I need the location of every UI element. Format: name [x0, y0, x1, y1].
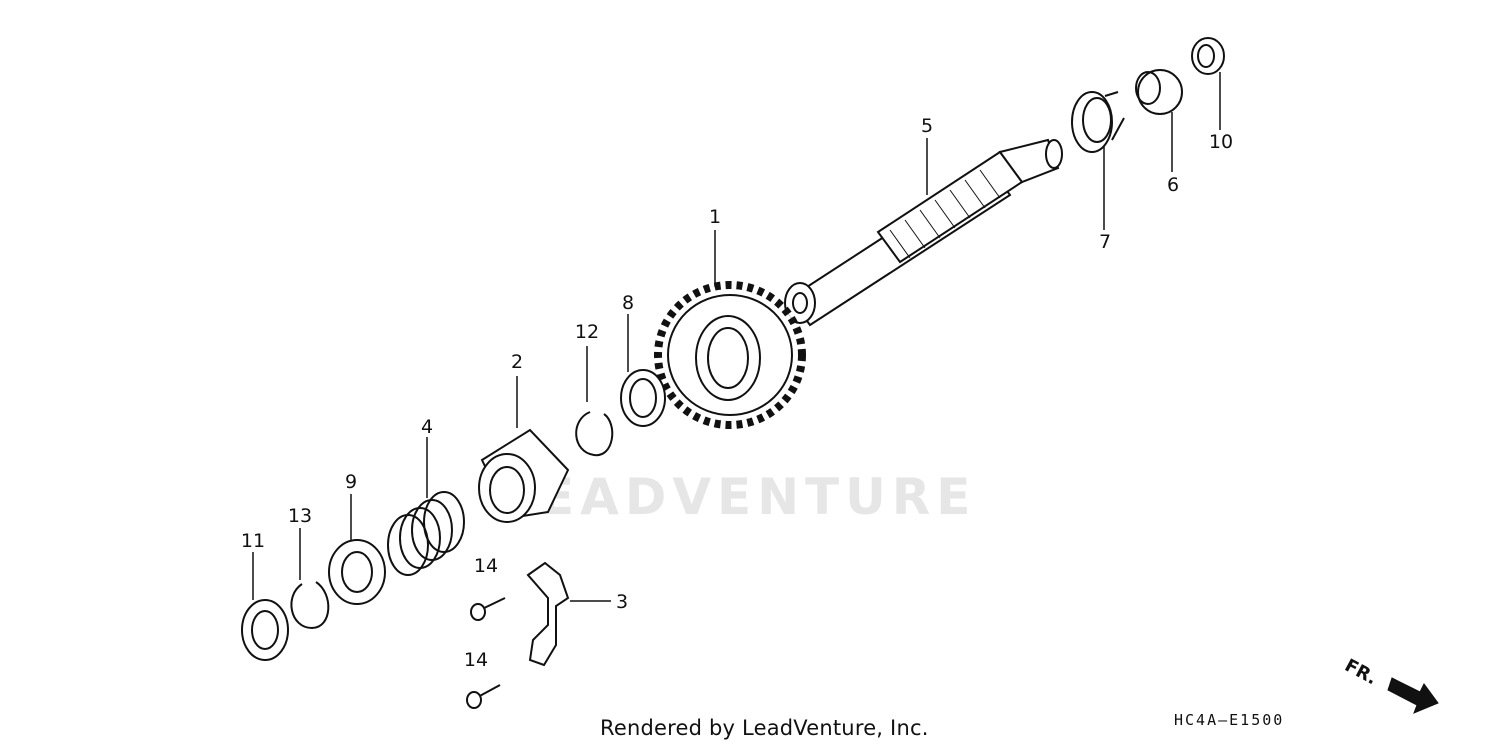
circlip-13	[290, 581, 330, 630]
footer-credit: Rendered by LeadVenture, Inc.	[600, 716, 929, 740]
callout-3: 3	[615, 591, 629, 613]
callout-6: 6	[1166, 174, 1180, 196]
callout-5: 5	[920, 115, 934, 137]
collar-6	[1135, 69, 1183, 115]
leader-lines	[252, 72, 1221, 602]
callout-8: 8	[621, 292, 635, 314]
callout-12: 12	[574, 321, 600, 343]
callout-9: 9	[344, 471, 358, 493]
callout-11: 11	[240, 530, 266, 552]
washer-8	[620, 369, 666, 427]
shaft-part	[784, 138, 1063, 327]
washer-10	[1191, 37, 1225, 75]
torsion-spring-7	[1071, 91, 1125, 153]
circlip-12	[575, 411, 614, 457]
bolt-14-upper	[470, 597, 506, 621]
spring-4	[387, 491, 465, 576]
callout-10: 10	[1208, 131, 1234, 153]
callout-14-upper: 14	[473, 555, 499, 577]
gear-part	[654, 281, 806, 429]
callout-2: 2	[510, 351, 524, 373]
callout-13: 13	[287, 505, 313, 527]
callout-14-lower: 14	[463, 649, 489, 671]
bolt-14-lower	[466, 684, 501, 709]
washer-11	[241, 599, 289, 661]
callout-4: 4	[420, 416, 434, 438]
callout-1: 1	[708, 206, 722, 228]
front-direction-arrow	[1387, 677, 1439, 714]
callout-7: 7	[1098, 231, 1112, 253]
washer-9	[328, 539, 386, 605]
ratchet-part	[478, 428, 570, 523]
diagram-code: HC4A–E1500	[1174, 711, 1285, 729]
bracket-3	[526, 561, 570, 667]
watermark: EADVENTURE	[540, 468, 977, 526]
